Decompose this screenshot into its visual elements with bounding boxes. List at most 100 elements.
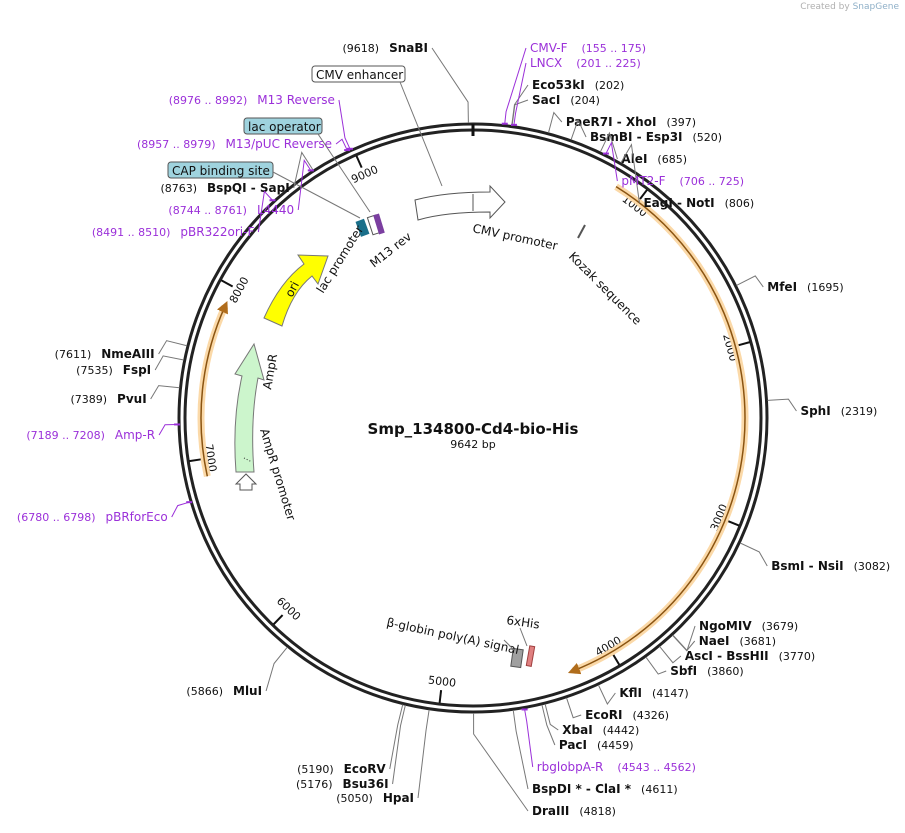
primer-label: pMT2-F(706 .. 725) <box>621 174 744 188</box>
site-label: BsmI - NsiI(3082) <box>771 559 890 573</box>
site-label: AleI(685) <box>621 152 687 166</box>
cmv-promoter-label: CMV promoter <box>471 221 559 253</box>
tick-mark <box>355 155 363 169</box>
restriction-site[interactable]: AscI - BssHII(3770) <box>659 646 816 664</box>
restriction-site[interactable]: (7389)PvuI <box>70 385 180 406</box>
kozak-marker <box>577 224 586 239</box>
site-label: NaeI(3681) <box>699 634 776 648</box>
site-label: PaeR7I - XhoI(397) <box>566 115 696 129</box>
credit-prefix: Created by <box>800 2 850 12</box>
restriction-site[interactable]: AleI(685) <box>599 131 687 166</box>
tick-mark <box>736 341 751 347</box>
primer-leader <box>171 501 190 518</box>
cmv-enhancer-label: CMV enhancer <box>316 68 403 82</box>
lac-operator-label: lac operator <box>248 120 321 134</box>
site-leader <box>736 275 764 288</box>
restriction-site[interactable]: DraIII(4818) <box>473 712 616 818</box>
primer[interactable]: (7189 .. 7208)Amp-R <box>26 423 181 442</box>
restriction-site[interactable]: MfeI(1695) <box>736 275 844 294</box>
primer-leader <box>338 99 351 150</box>
primer[interactable]: pMT2-F(706 .. 725) <box>602 141 744 188</box>
primer-leader <box>513 62 527 125</box>
ampr-arrow[interactable] <box>234 342 265 473</box>
cmv-promoter-arrow[interactable] <box>414 184 506 221</box>
site-leader <box>566 697 582 719</box>
tick-label: 9000 <box>349 163 380 186</box>
site-leader <box>417 709 430 799</box>
restriction-site[interactable]: PacI(4459) <box>541 704 634 752</box>
restriction-site[interactable]: (7611)NmeAIII <box>55 340 188 361</box>
restriction-site[interactable]: SphI(2319) <box>767 398 877 418</box>
site-leader <box>672 634 696 652</box>
primer[interactable]: LNCX(201 .. 225) <box>510 56 641 126</box>
tick-mark <box>611 653 621 666</box>
cap-binding-box <box>355 218 370 237</box>
orf-arc[interactable] <box>567 186 746 675</box>
site-label: SbfI(3860) <box>670 664 744 678</box>
tick-label: 8000 <box>227 275 252 306</box>
site-label: (9618)SnaBI <box>343 41 428 55</box>
restriction-site[interactable]: (9618)SnaBI <box>343 41 469 124</box>
orf-arc[interactable] <box>200 300 228 477</box>
primer-leader <box>257 190 273 233</box>
primer-label: (6780 .. 6798)pBRforEco <box>17 510 168 524</box>
restriction-site[interactable]: BspDI * - ClaI *(4611) <box>512 710 678 796</box>
ampr-promoter-arrow[interactable] <box>234 473 258 491</box>
restriction-site[interactable]: BsmBI - Esp3I(520) <box>570 118 722 144</box>
cmv-enhancer-tag[interactable]: CMV enhancer <box>311 65 406 83</box>
site-leader <box>599 131 618 160</box>
restriction-site[interactable]: (5050)HpaI <box>336 709 430 805</box>
primer[interactable]: rbglobpA-R(4543 .. 4562) <box>521 708 696 774</box>
restriction-site[interactable]: XbaI(4442) <box>544 703 639 737</box>
tick-mark <box>638 189 648 201</box>
orf-layer <box>197 183 749 675</box>
primer[interactable]: (6780 .. 6798)pBRforEco <box>17 501 193 524</box>
restriction-site[interactable]: KflI(4147) <box>597 684 689 705</box>
restriction-site[interactable]: (5190)EcoRV <box>297 704 404 776</box>
cap-binding-site-tag[interactable]: CAP binding site <box>167 161 274 179</box>
restriction-site[interactable]: SacI(204) <box>511 93 600 126</box>
restriction-site[interactable]: Eco53kI(202) <box>511 78 625 126</box>
ampr-promoter-label: AmpR promoter <box>257 427 298 522</box>
tick-mark <box>189 458 203 463</box>
ori-arrow[interactable] <box>263 254 329 327</box>
primer[interactable]: CMV-F(155 .. 175) <box>501 41 646 125</box>
restriction-site[interactable]: (7535)FspI <box>76 355 184 377</box>
site-label: Eco53kI(202) <box>532 78 624 92</box>
snapgene-logo: SnapGene <box>852 2 899 12</box>
beta-globin-polya-label: β-globin poly(A) signal <box>385 615 520 657</box>
restriction-site[interactable]: SbfI(3860) <box>645 656 744 678</box>
site-leader <box>154 355 184 371</box>
restriction-site[interactable]: EagI - NotI(806) <box>620 143 754 210</box>
plasmid-length: 9642 bp <box>450 438 495 451</box>
site-label: BsmBI - Esp3I(520) <box>590 130 722 144</box>
site-label: (5190)EcoRV <box>297 762 386 776</box>
primer[interactable]: (8957 .. 8979)M13/pUC Reverse <box>137 137 351 152</box>
site-leader <box>541 704 556 746</box>
cmv-enhancer-leader <box>399 81 443 187</box>
primer[interactable]: (8744 .. 8761)L4440 <box>168 158 314 217</box>
restriction-site[interactable]: NaeI(3681) <box>672 634 777 652</box>
primer-label: rbglobpA-R(4543 .. 4562) <box>537 760 696 774</box>
restriction-site[interactable]: NgoMIV(3679) <box>672 619 798 652</box>
site-label: (7611)NmeAIII <box>55 347 155 361</box>
primer-leader <box>335 138 348 151</box>
restriction-site[interactable]: (5866)MluI <box>186 646 288 698</box>
restriction-site[interactable]: EcoRI(4326) <box>566 697 670 722</box>
primer[interactable]: (8491 .. 8510)pBR322ori-F <box>92 190 276 239</box>
lac-operator-tag[interactable]: lac operator <box>243 117 323 135</box>
site-leader <box>265 646 288 692</box>
cap-binding-site-label: CAP binding site <box>172 164 270 178</box>
restriction-site[interactable]: (8763)BspQI - SapI <box>160 151 314 195</box>
restriction-site[interactable]: BsmI - NsiI(3082) <box>739 542 890 573</box>
primer[interactable]: (8976 .. 8992)M13 Reverse <box>169 93 353 150</box>
his-tag-leader <box>519 627 528 647</box>
site-label: (5176)Bsu36I <box>296 777 389 791</box>
beta-globin-polya-box[interactable] <box>510 647 524 669</box>
site-leader <box>659 646 682 664</box>
restriction-site[interactable]: (5176)Bsu36I <box>296 705 406 791</box>
restriction-site[interactable]: PaeR7I - XhoI(397) <box>547 111 696 133</box>
his-tag-box[interactable] <box>525 645 536 667</box>
site-label: (5050)HpaI <box>336 791 414 805</box>
